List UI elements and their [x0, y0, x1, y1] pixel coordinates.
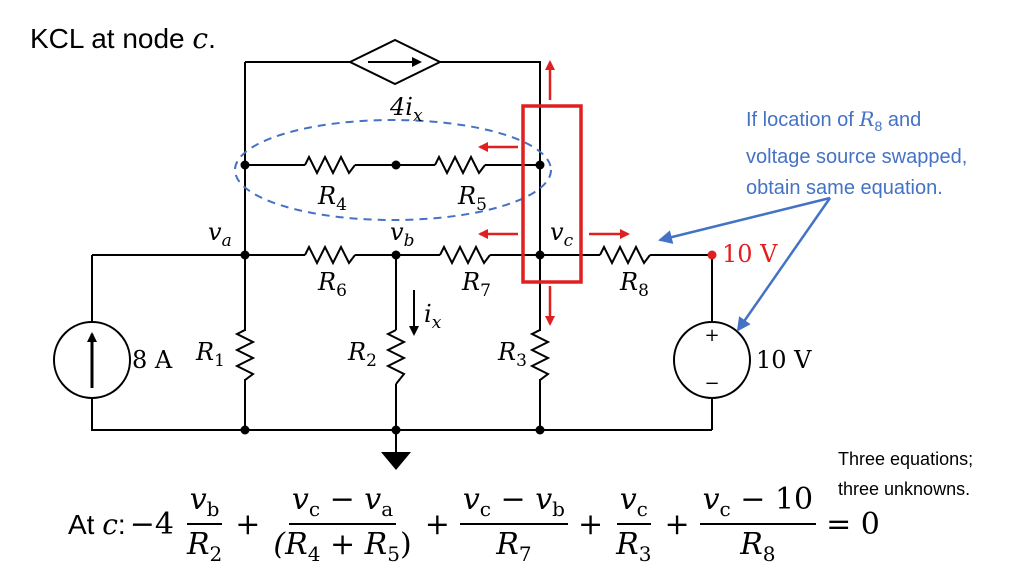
resistor-r3-zigzag: [529, 329, 551, 381]
plus-sign: +: [704, 325, 719, 346]
dependent-current-source: [347, 38, 443, 86]
term2-fraction: vc − va (R4 + R5): [273, 482, 412, 566]
plus-operator: +: [424, 506, 450, 542]
resistor-r7-symbol: [439, 244, 491, 266]
kcl-current-arrows: [478, 60, 630, 326]
ground-symbol: [381, 452, 411, 470]
dependent-source-label: 4ix: [389, 93, 423, 126]
node-voltage-label: 10 V: [722, 240, 778, 268]
kcl-equation: At c: −4 vb R2 + vc − va (R4 + R5) + vc …: [68, 476, 884, 572]
resistor-r2-symbol: [385, 329, 407, 385]
circuit-nodes: [240, 160, 545, 435]
resistor-r5-symbol: [434, 154, 486, 176]
equals-zero: = 0: [826, 506, 880, 542]
equations-note-line1: Three equations;: [838, 449, 974, 469]
node-vb-label: vb: [390, 218, 414, 251]
supernode-ellipse: [234, 119, 552, 221]
plus-operator: +: [664, 506, 690, 542]
resistor-r6-symbol: [304, 244, 356, 266]
node-c-boundary-box: [521, 104, 583, 284]
term5-fraction: vc − 10 R8: [699, 482, 817, 566]
r6-label: R6: [317, 268, 347, 301]
node-va-label: va: [208, 218, 232, 251]
annotation-arrows: [658, 196, 832, 332]
term1-coefficient: −4: [129, 506, 174, 542]
resistor-r4-symbol: [304, 154, 356, 176]
r7-label: R7: [461, 268, 491, 301]
swap-annotation-line1: If location of R8 and: [746, 107, 922, 134]
r1-label: R1: [195, 338, 225, 371]
term3-fraction: vc − vb R7: [459, 482, 568, 566]
current-source-label: 8 A: [132, 346, 173, 374]
equations-note: Three equations; three unknowns.: [838, 444, 973, 504]
term1-fraction: vb R2: [186, 482, 223, 566]
voltage-source-10v: + −: [673, 321, 751, 399]
equations-note-line2: three unknowns.: [838, 479, 971, 499]
swap-annotation-line2: voltage source swapped,: [746, 146, 968, 168]
swap-annotation-line3: obtain same equation.: [746, 177, 943, 199]
resistor-r8-symbol: [599, 244, 651, 266]
r8-label: R8: [619, 268, 649, 301]
ix-label: ix: [424, 300, 442, 333]
swap-annotation: If location of R8 and voltage source swa…: [746, 104, 967, 204]
plus-operator: +: [577, 506, 604, 542]
voltage-source-label: 10 V: [756, 346, 812, 374]
equation-label: At c:: [68, 507, 126, 541]
term4-fraction: vc R3: [616, 482, 652, 566]
node-vc-label: vc: [550, 218, 574, 251]
resistor-r1-zigzag: [234, 329, 256, 381]
r4-label: R4: [317, 182, 347, 215]
r2-label: R2: [347, 338, 377, 371]
current-source-8a: [53, 321, 131, 399]
r5-label: R5: [457, 182, 487, 215]
minus-sign: −: [704, 373, 719, 394]
slide-title: KCL at node c.: [30, 22, 216, 55]
node-10v-dot: [707, 250, 717, 260]
r3-label: R3: [497, 338, 527, 371]
plus-operator: +: [235, 506, 261, 542]
